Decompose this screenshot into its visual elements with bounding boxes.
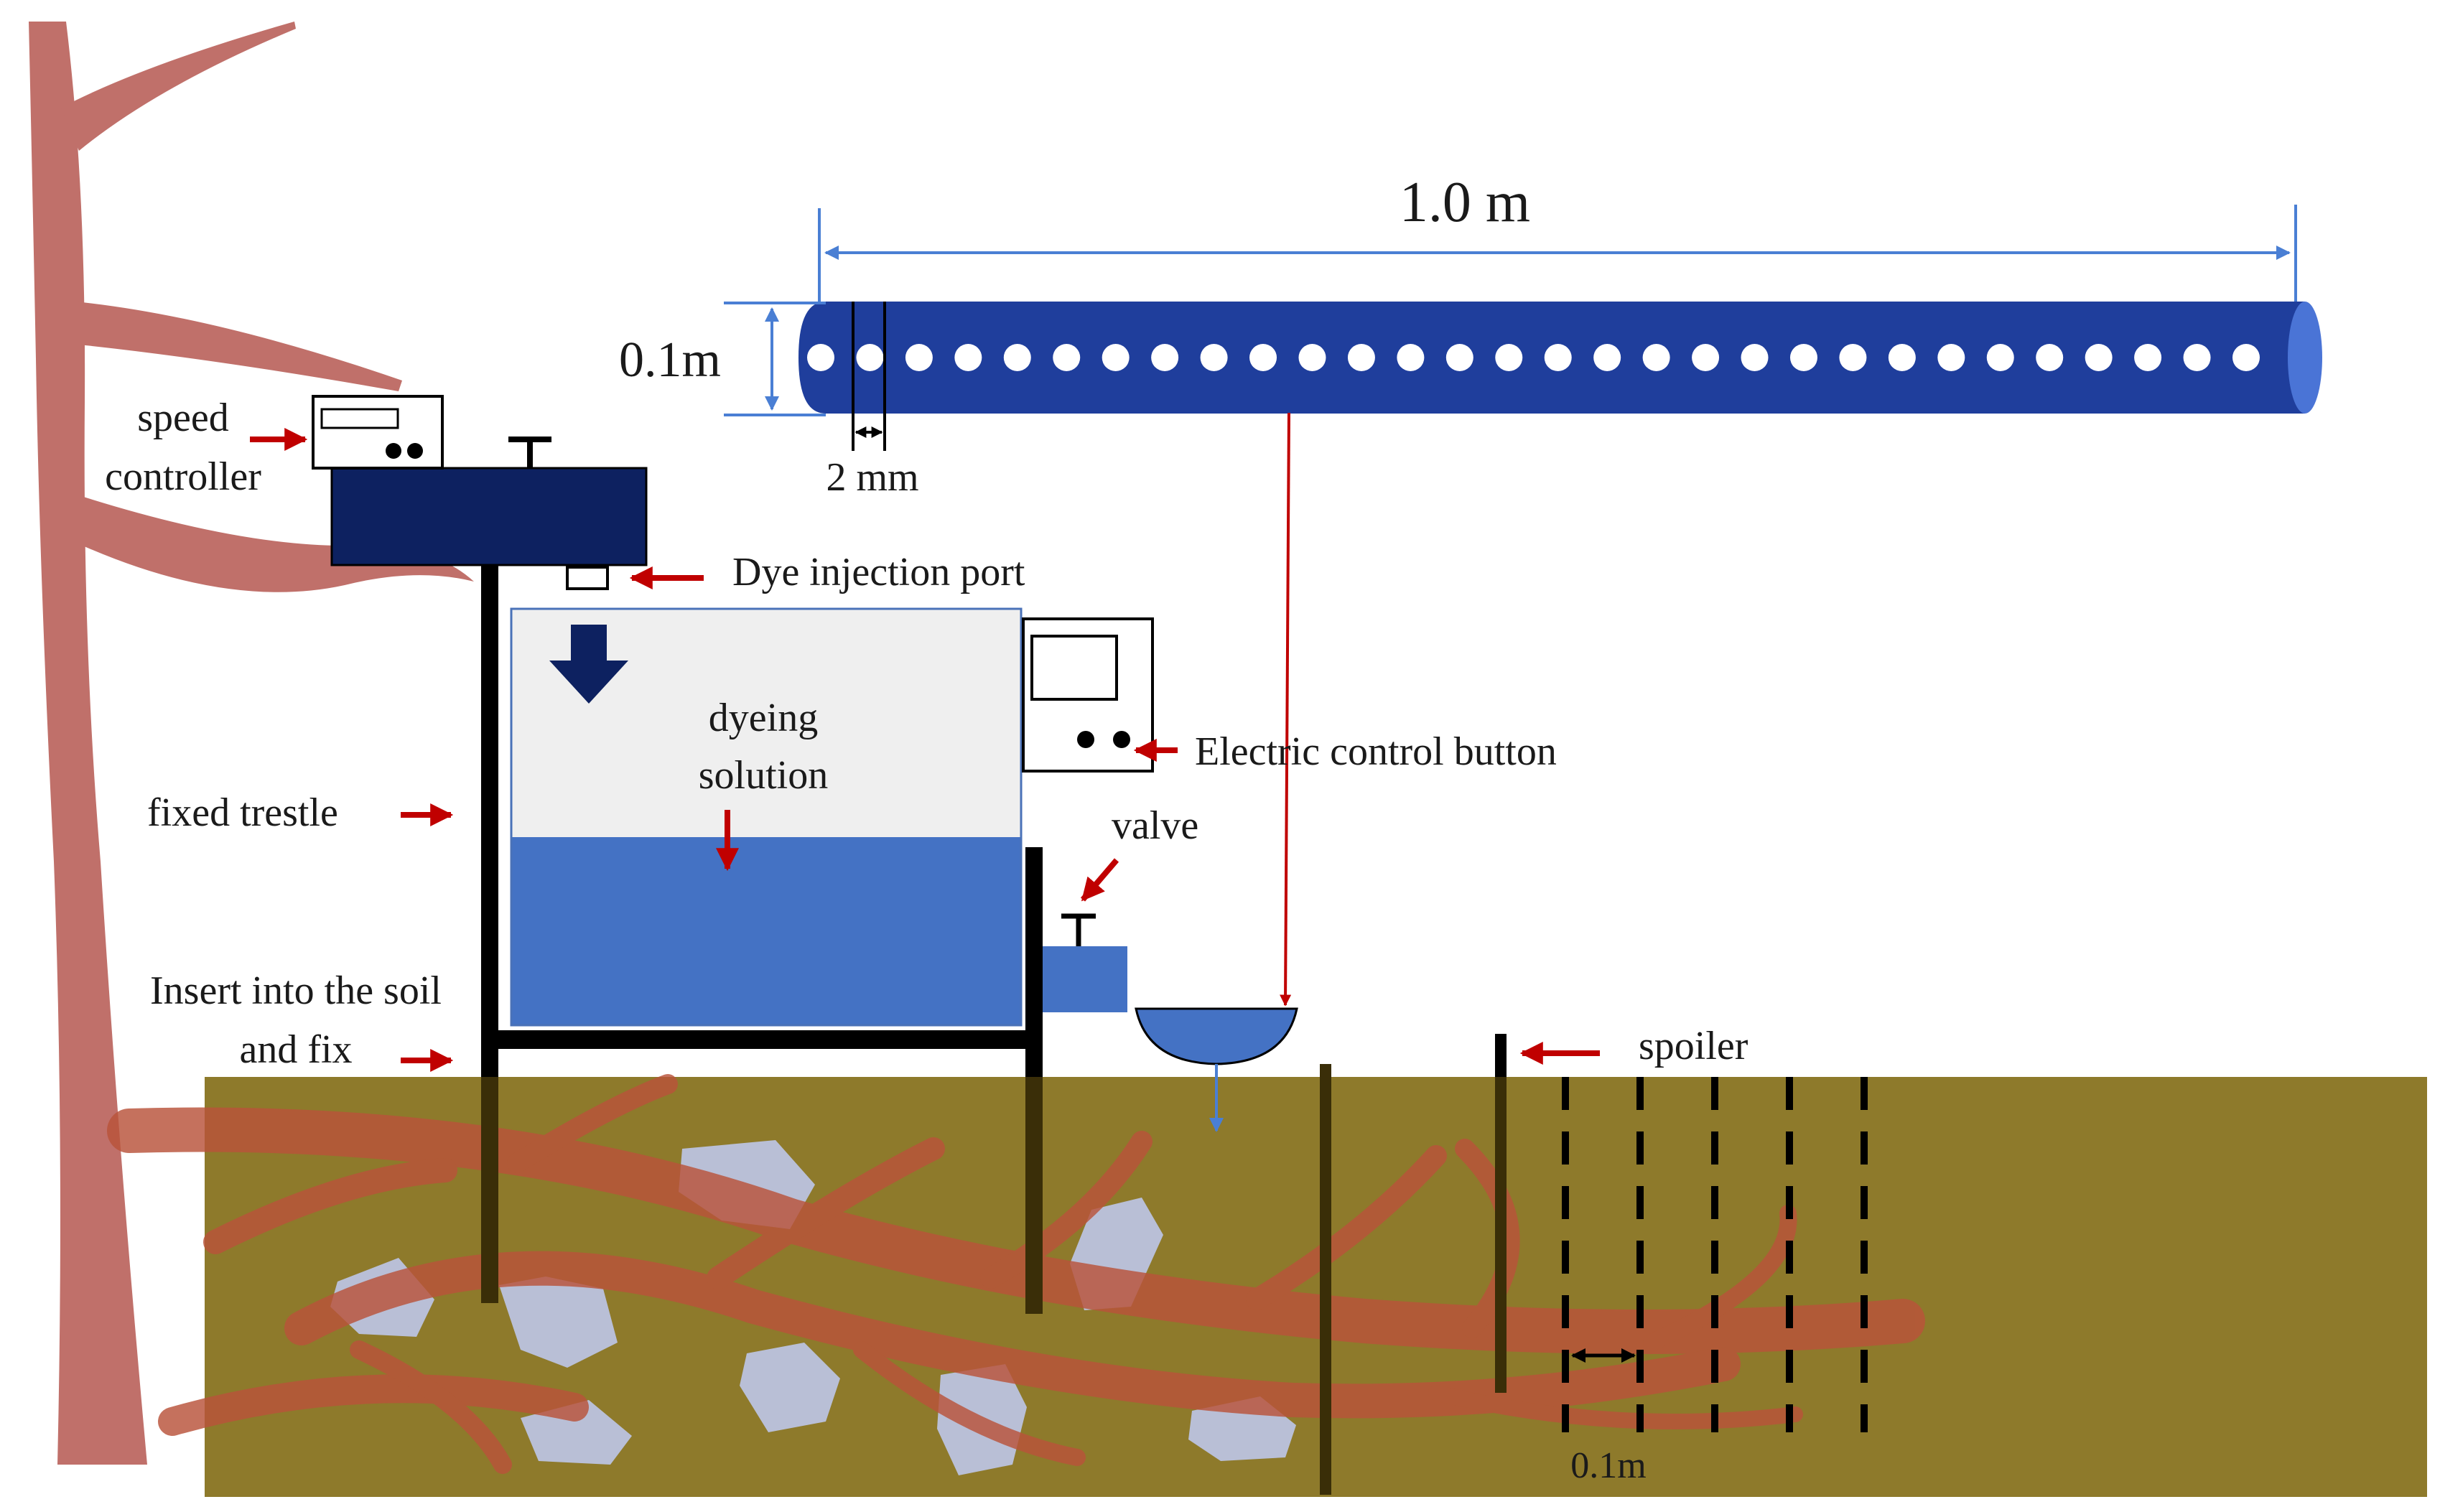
rock bbox=[499, 1277, 618, 1368]
housing-valve bbox=[508, 437, 551, 468]
dye-tank bbox=[510, 607, 1023, 1027]
trestle-left-leg-above bbox=[481, 556, 498, 1077]
pipe-hole bbox=[1544, 344, 1572, 371]
trestle-crossbar bbox=[481, 1030, 1043, 1049]
fixed-trestle-label: fixed trestle bbox=[147, 790, 338, 835]
outlet-pipe bbox=[1043, 946, 1127, 1012]
pipe-hole bbox=[1839, 344, 1867, 371]
rock bbox=[740, 1343, 840, 1432]
pipe-hole bbox=[2036, 344, 2064, 371]
motor-housing bbox=[330, 467, 648, 566]
pipe-hole bbox=[1692, 344, 1720, 371]
length-dimension bbox=[818, 205, 2297, 302]
pipe-hole bbox=[2232, 344, 2260, 371]
speed-controller-box bbox=[312, 395, 444, 470]
soil-post bbox=[1320, 1064, 1331, 1495]
valve-label: valve bbox=[1112, 803, 1198, 848]
dye-injection-port-label: Dye injection port bbox=[732, 550, 1025, 594]
fixed-trestle bbox=[481, 556, 1043, 1314]
pipe-hole bbox=[1937, 344, 1965, 371]
dye-injection-port bbox=[566, 566, 609, 590]
pipe-hole bbox=[807, 344, 834, 371]
tree-branch-lower bbox=[79, 495, 474, 592]
insert-soil-label-line2: and fix bbox=[239, 1027, 352, 1072]
electric-control-box bbox=[1022, 617, 1154, 773]
insert-soil-label-line1: Insert into the soil bbox=[150, 969, 442, 1013]
outlet-valve bbox=[1061, 913, 1096, 946]
pipe-hole bbox=[1741, 344, 1769, 371]
tree-branch-middle bbox=[75, 302, 402, 391]
speed-controller-label-line1: speed bbox=[137, 396, 229, 440]
pipe-hole bbox=[1151, 344, 1179, 371]
tree bbox=[29, 22, 474, 1465]
hole-spacing-label: 2 mm bbox=[826, 455, 918, 500]
pipe-hole bbox=[1642, 344, 1670, 371]
pipe-hole bbox=[1986, 344, 2014, 371]
pipe-hole bbox=[2134, 344, 2162, 371]
pipe-hole bbox=[856, 344, 884, 371]
pipe-hole bbox=[2085, 344, 2113, 371]
pipe-hole bbox=[1347, 344, 1375, 371]
spoiler-post-soil bbox=[1495, 1077, 1507, 1393]
outlet-assembly bbox=[1043, 913, 1298, 1132]
pipe-hole bbox=[1298, 344, 1326, 371]
soil-spacing-label: 0.1m bbox=[1570, 1445, 1646, 1486]
pipe-hole bbox=[1445, 344, 1473, 371]
pipe-hole bbox=[1003, 344, 1031, 371]
soil-marker-lines bbox=[1562, 1077, 1868, 1432]
pipe-hole bbox=[905, 344, 933, 371]
pipe-hole bbox=[1102, 344, 1130, 371]
diameter-dimension bbox=[724, 302, 826, 416]
pipe-hole bbox=[1053, 344, 1081, 371]
tree-branch-top bbox=[61, 22, 296, 151]
pipe-end bbox=[2288, 302, 2322, 414]
pipe-hole bbox=[1200, 344, 1228, 371]
speed-controller-label-line2: controller bbox=[105, 454, 261, 499]
pipe-hole bbox=[1593, 344, 1621, 371]
pipe-hole bbox=[1397, 344, 1425, 371]
diameter-label: 0.1m bbox=[619, 332, 721, 388]
dyeing-solution-label-line1: dyeing bbox=[709, 696, 818, 740]
spoiler-label: spoiler bbox=[1639, 1024, 1748, 1068]
length-label: 1.0 m bbox=[1400, 171, 1530, 234]
pointer-arrows bbox=[250, 428, 1600, 1072]
pipe-to-dish-leader bbox=[1280, 412, 1292, 1007]
hole-spacing-dimension bbox=[852, 302, 886, 451]
electric-control-button-label: Electric control button bbox=[1195, 729, 1557, 774]
distribution-dish bbox=[1135, 1007, 1298, 1065]
tank-liquid bbox=[511, 837, 1021, 1025]
pipe-hole bbox=[2183, 344, 2211, 371]
valve-arrow bbox=[1080, 858, 1119, 902]
pipe-hole bbox=[1888, 344, 1916, 371]
pipe-holes bbox=[807, 344, 2260, 371]
tank-outline bbox=[510, 607, 1023, 1027]
pipe-hole bbox=[1789, 344, 1817, 371]
tree-trunk bbox=[29, 22, 147, 1465]
pipe-hole bbox=[1249, 344, 1277, 371]
pipe-hole bbox=[954, 344, 982, 371]
fill-down-arrow bbox=[549, 625, 628, 704]
perforated-pipe bbox=[798, 302, 2322, 414]
spoiler-post-above bbox=[1495, 1034, 1507, 1077]
trestle-left-leg-soil bbox=[481, 1077, 498, 1303]
dyeing-solution-label-line2: solution bbox=[699, 753, 828, 798]
trestle-right-leg-soil bbox=[1025, 1077, 1043, 1314]
pipe-hole bbox=[1495, 344, 1523, 371]
